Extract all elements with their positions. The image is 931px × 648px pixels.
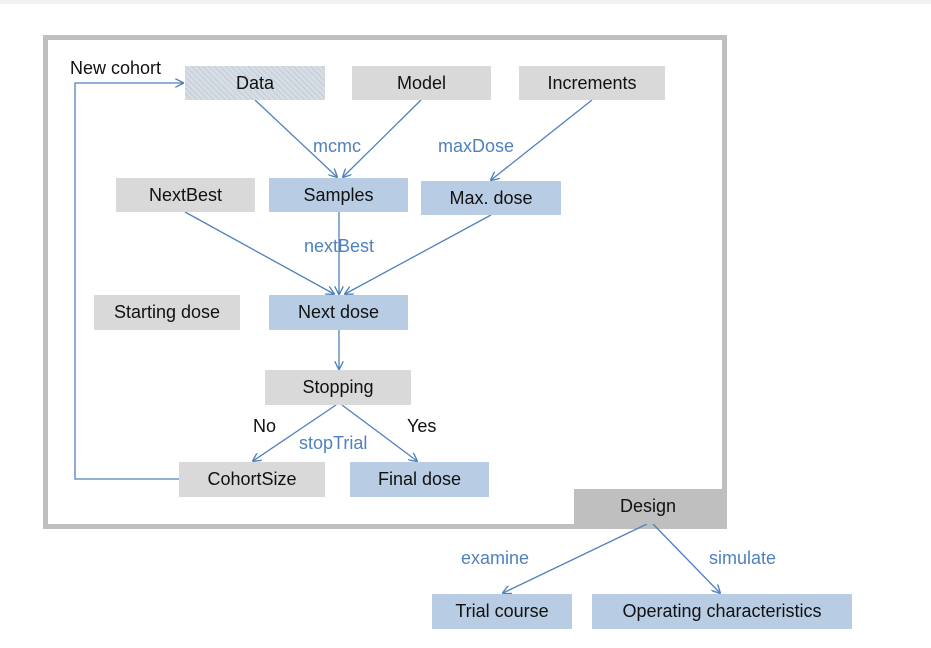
- arrow-design-trialcourse: [503, 523, 648, 593]
- trial-course-box: Trial course: [432, 594, 572, 629]
- arrow-increments-maxdose: [491, 99, 593, 180]
- arrow-nextbest-nextdose: [184, 211, 334, 294]
- nextbest-function-label: nextBest: [304, 236, 375, 256]
- final-dose-box: Final dose: [350, 462, 489, 497]
- arrow-model-samples: [343, 99, 422, 177]
- new-cohort-label: New cohort: [70, 58, 162, 78]
- arrow-data-samples: [254, 99, 337, 177]
- arrow-stopping-finaldose: [341, 404, 417, 461]
- no-label: No: [253, 416, 277, 436]
- model-box: Model: [352, 66, 491, 100]
- cohortsize-box: CohortSize: [179, 462, 325, 497]
- next-dose-box: Next dose: [269, 295, 408, 330]
- stoptrial-label: stopTrial: [299, 433, 368, 453]
- yes-label: Yes: [407, 416, 437, 436]
- arrow-maxdose-nextdose: [345, 214, 492, 294]
- examine-label: examine: [461, 548, 530, 568]
- arrow-new-cohort-loop: [74, 83, 183, 480]
- mcmc-label: mcmc: [313, 136, 361, 156]
- stopping-box: Stopping: [265, 370, 411, 405]
- samples-box: Samples: [269, 178, 408, 212]
- starting-dose-box: Starting dose: [94, 295, 240, 330]
- top-bar: [0, 0, 931, 4]
- arrow-design-opchar: [652, 523, 720, 593]
- simulate-label: simulate: [709, 548, 777, 568]
- increments-box: Increments: [519, 66, 665, 100]
- data-box: Data: [185, 66, 325, 100]
- operating-characteristics-box: Operating characteristics: [592, 594, 852, 629]
- design-frame: [43, 35, 727, 529]
- design-box: Design: [574, 489, 722, 524]
- arrow-stopping-cohortsize: [253, 404, 337, 461]
- nextbest-box: NextBest: [116, 178, 255, 212]
- max-dose-box: Max. dose: [421, 181, 561, 215]
- maxdose-label: maxDose: [438, 136, 515, 156]
